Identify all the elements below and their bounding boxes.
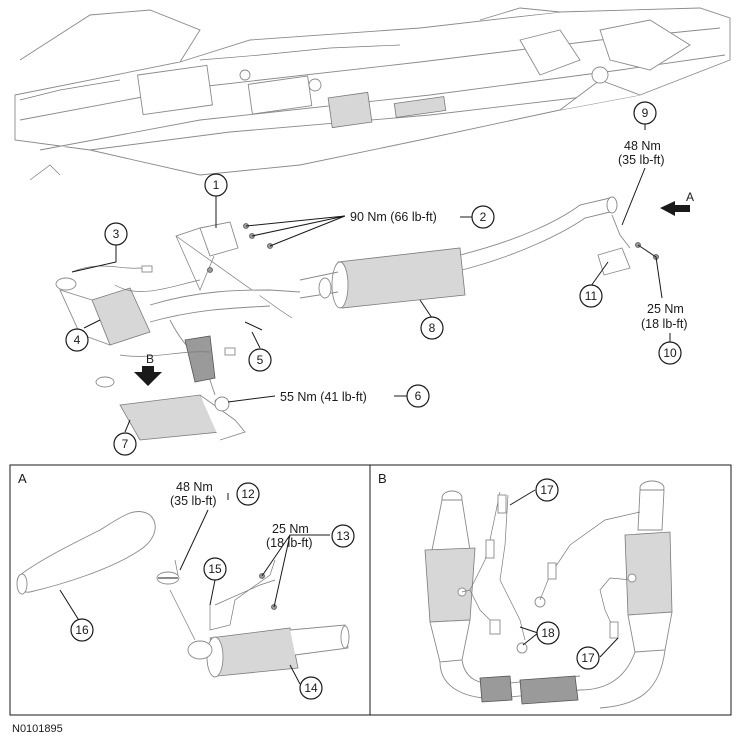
svg-text:3: 3 [113, 227, 120, 241]
callout-12: 12 [236, 482, 260, 506]
callout-9: 9 [633, 101, 657, 125]
callout-16: 16 [70, 618, 94, 642]
callout-11: 11 [579, 284, 603, 308]
callout-15: 15 [203, 557, 227, 581]
panel-a-label: A [18, 471, 27, 486]
callout-6: 6 [406, 384, 430, 408]
svg-text:11: 11 [585, 289, 598, 303]
svg-text:9: 9 [642, 106, 649, 120]
svg-text:4: 4 [74, 333, 81, 347]
svg-text:8: 8 [429, 321, 436, 335]
callout-7: 7 [113, 432, 137, 456]
view-a-arrow: A [660, 190, 694, 216]
callout-8: 8 [420, 316, 444, 340]
leader-lines [71, 118, 663, 433]
exhaust-assembly [55, 196, 659, 441]
torque-spec-hanger: 90 Nm (66 lb-ft) [350, 210, 437, 224]
svg-text:2: 2 [480, 210, 487, 224]
svg-text:17: 17 [540, 483, 554, 497]
torque-spec-converter-flange: 55 Nm (41 lb-ft) [280, 390, 367, 404]
svg-text:17: 17 [581, 651, 595, 665]
torque-spec-detail-bracket-imperial: (18 lb-ft) [266, 536, 313, 550]
callout-17-lower: 17 [576, 646, 600, 670]
front-pipe [149, 289, 301, 306]
callout-3: 3 [104, 222, 128, 246]
torque-spec-tailpipe-clamp-imperial: (35 lb-ft) [618, 153, 665, 167]
svg-text:18: 18 [541, 626, 555, 640]
panel-a-leaders [59, 493, 330, 685]
torque-spec-tailpipe-clamp-metric: 48 Nm [624, 139, 661, 153]
torque-spec-detail-clamp-metric: 48 Nm [176, 480, 213, 494]
muffler [337, 247, 466, 309]
callout-18: 18 [536, 621, 560, 645]
panel-a-parts [16, 510, 350, 678]
figure-id: N0101895 [12, 723, 63, 735]
callout-1: 1 [204, 173, 228, 197]
vehicle-frame [14, 7, 731, 181]
svg-text:10: 10 [663, 346, 677, 360]
torque-spec-detail-bracket-metric: 25 Nm [272, 522, 309, 536]
callout-4: 4 [65, 328, 89, 352]
panel-b-leaders [509, 489, 619, 658]
callout-17-upper: 17 [535, 478, 559, 502]
svg-text:15: 15 [208, 562, 222, 576]
panel-b-label: B [378, 471, 387, 486]
torque-spec-tailpipe-bracket-metric: 25 Nm [647, 302, 684, 316]
callout-14: 14 [299, 676, 323, 700]
callout-5: 5 [248, 348, 272, 372]
svg-text:6: 6 [415, 389, 422, 403]
callout-13: 13 [331, 524, 355, 548]
torque-spec-detail-clamp-imperial: (35 lb-ft) [170, 494, 217, 508]
svg-text:5: 5 [257, 353, 264, 367]
detail-panel-b [369, 464, 732, 716]
callout-10: 10 [658, 341, 682, 365]
view-b-arrow: B [134, 352, 162, 386]
panel-b-parts [424, 480, 673, 709]
callout-2: 2 [471, 205, 495, 229]
tailpipe [459, 197, 611, 256]
torque-spec-tailpipe-bracket-imperial: (18 lb-ft) [641, 317, 688, 331]
svg-text:12: 12 [241, 487, 255, 501]
svg-text:A: A [686, 190, 694, 204]
hanger-bracket [199, 221, 239, 257]
svg-text:14: 14 [304, 681, 318, 695]
svg-text:13: 13 [336, 529, 350, 543]
svg-text:7: 7 [122, 437, 129, 451]
svg-text:1: 1 [213, 178, 220, 192]
svg-text:B: B [146, 352, 154, 366]
svg-text:16: 16 [75, 623, 89, 637]
